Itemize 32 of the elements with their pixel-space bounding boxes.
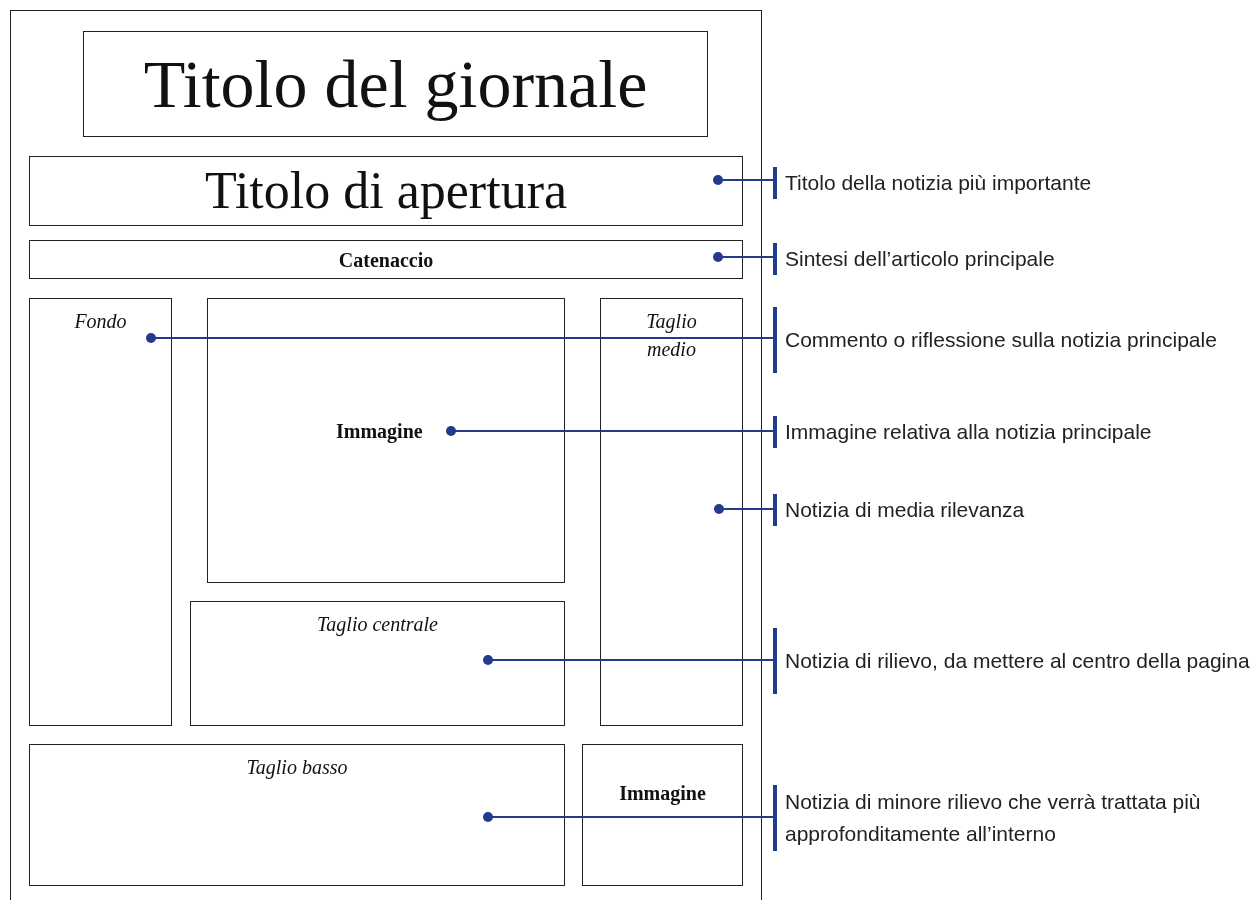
annotation-text: Notizia di media rilevanza	[773, 494, 1256, 526]
leader-line	[713, 252, 774, 262]
box-label: Taglio medio	[645, 309, 698, 362]
box-label: Catenaccio	[338, 249, 434, 270]
leader-line	[446, 426, 774, 436]
annotation-text: Titolo della notizia più importante	[773, 167, 1256, 199]
layout-box	[207, 298, 565, 583]
leader-line	[146, 333, 774, 343]
box-label: Taglio basso	[246, 757, 348, 777]
leader-line	[713, 175, 774, 185]
box-label: Taglio centrale	[317, 614, 438, 634]
box-label: Immagine	[336, 421, 423, 441]
layout-box	[83, 31, 708, 137]
leader-line	[483, 812, 774, 822]
headline-text: Titolo di apertura	[205, 165, 567, 217]
leader-line	[714, 504, 774, 514]
annotation-text: Sintesi dell’articolo principale	[773, 243, 1256, 275]
annotation-text: Notizia di rilievo, da mettere al centro della pagina	[773, 628, 1256, 694]
page-outline	[10, 10, 762, 900]
layout-box	[582, 744, 743, 886]
layout-box	[29, 298, 172, 726]
annotation-text: Immagine relativa alla notizia principale	[773, 416, 1256, 448]
leader-line	[483, 655, 774, 665]
box-label: Fondo	[74, 311, 127, 331]
layout-box	[29, 156, 743, 226]
layout-box	[29, 240, 743, 279]
annotation-text: Commento o riflessione sulla notizia principale	[773, 307, 1256, 373]
box-label: Immagine	[619, 783, 706, 803]
layout-box	[190, 601, 565, 726]
annotation-text: Notizia di minore rilievo che verrà trattata più approfonditamente all’interno	[773, 785, 1256, 851]
layout-box	[29, 744, 565, 886]
layout-box	[600, 298, 743, 726]
